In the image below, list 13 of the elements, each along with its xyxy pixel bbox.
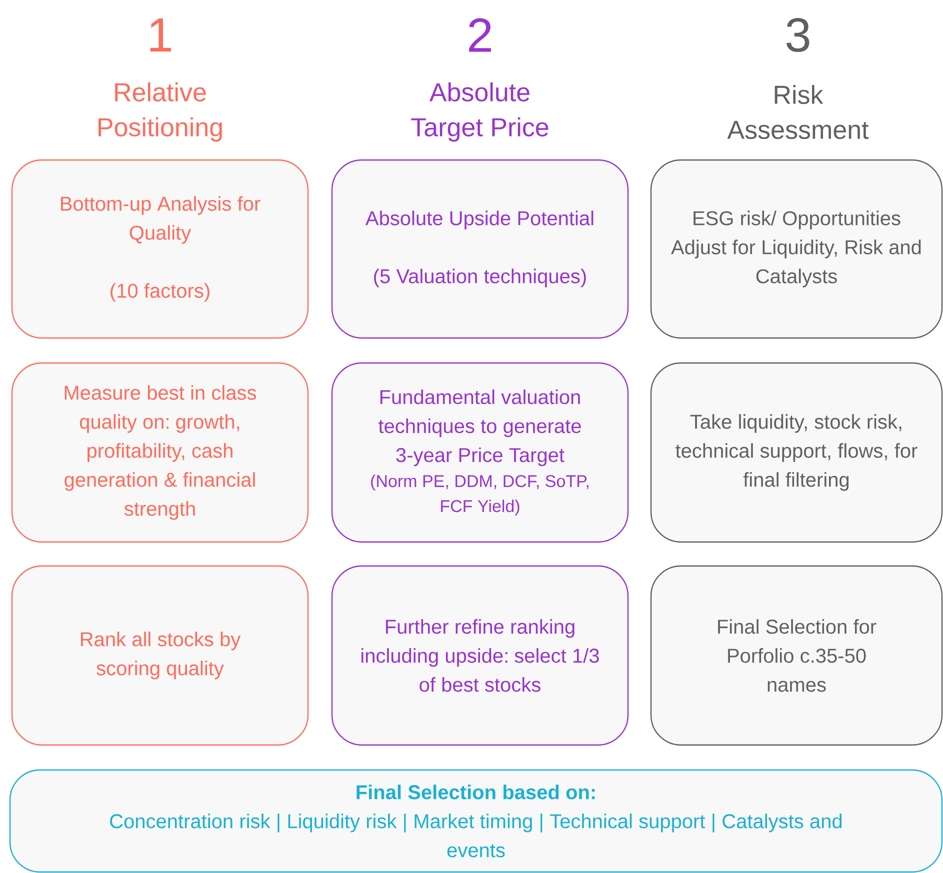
step-number: 2: [469, 18, 491, 52]
step-box: Final Selection for Porfolio c.35-50 names: [650, 565, 943, 746]
step-box: Take liquidity, stock risk, technical support, flows, for final filtering: [650, 362, 943, 543]
step-box: Fundamental valuation techniques to generate 3-year Price Target (Norm PE, DDM, DCF, SoTP, FCF Yield): [331, 362, 629, 543]
step-box: Absolute Upside Potential (5 Valuation techniques): [331, 159, 629, 339]
step-box: ESG risk/ Opportunities Adjust for Liquidity, Risk and Catalysts: [650, 159, 943, 339]
step-number: 3: [786, 18, 810, 52]
step-box: Measure best in class quality on: growth, profitability, cash generation & financial strength: [11, 362, 309, 543]
step-box: Rank all stocks by scoring quality: [11, 565, 309, 746]
summary-box: Final Selection based on: Concentration risk | Liquidity risk | Market timing | Technical support | Catalysts and events: [9, 769, 943, 873]
step-number: 1: [150, 18, 172, 52]
step-box: Further refine ranking including upside: select 1/3 of best stocks: [331, 565, 629, 746]
step-box: Bottom-up Analysis for Quality (10 factors): [11, 159, 309, 339]
